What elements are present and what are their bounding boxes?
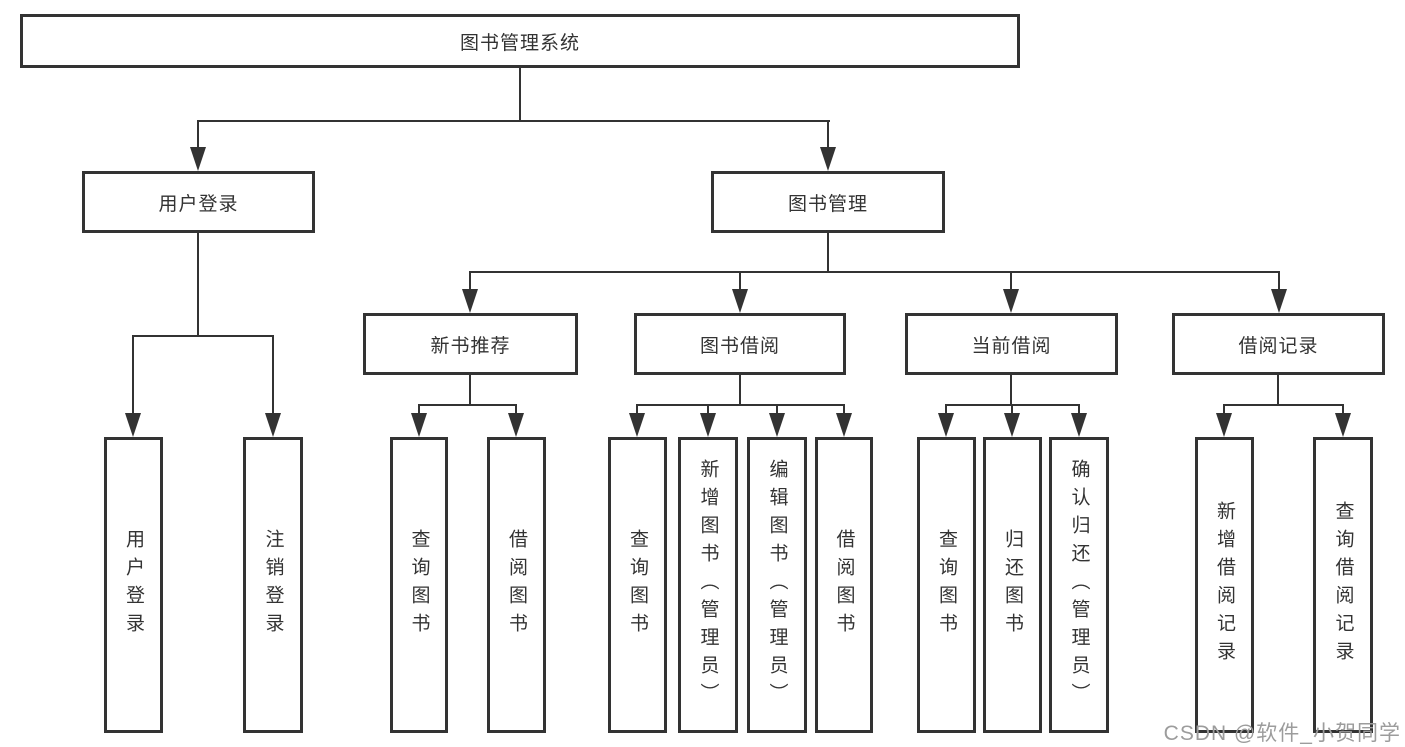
leaf-borrow-add-admin: 新增图书（管理员） <box>678 437 738 733</box>
arrow-down-icon <box>732 289 748 313</box>
leaf-newbook-query: 查询图书 <box>390 437 448 733</box>
leaf-current-return: 归还图书 <box>983 437 1042 733</box>
leaf-borrow-edit-admin: 编辑图书（管理员） <box>747 437 807 733</box>
csdn-watermark: CSDN @软件_小贺同学 <box>1163 722 1401 745</box>
leaf-newbook-borrow: 借阅图书 <box>487 437 546 733</box>
connector-line <box>707 404 709 415</box>
connector-line <box>636 404 638 415</box>
connector-line <box>132 335 274 337</box>
leaf-borrow-add-admin-label: 新增图书（管理员） <box>697 459 719 711</box>
connector-line <box>1010 375 1012 405</box>
node-user-login-label: 用户登录 <box>158 193 239 215</box>
connector-line <box>1223 404 1225 415</box>
arrow-down-icon <box>1071 413 1087 437</box>
connector-line <box>197 233 199 336</box>
arrow-down-icon <box>1335 413 1351 437</box>
connector-line <box>1011 404 1013 415</box>
connector-line <box>1342 404 1344 415</box>
connector-line <box>1010 271 1012 291</box>
node-new-book-recommend: 新书推荐 <box>363 313 578 375</box>
arrow-down-icon <box>938 413 954 437</box>
arrow-down-icon <box>1004 413 1020 437</box>
leaf-current-query-label: 查询图书 <box>936 529 957 641</box>
arrow-down-icon <box>700 413 716 437</box>
leaf-records-add: 新增借阅记录 <box>1195 437 1254 733</box>
connector-line <box>469 375 471 405</box>
connector-line <box>272 335 274 415</box>
leaf-user-login-label: 用户登录 <box>123 529 144 641</box>
leaf-logout: 注销登录 <box>243 437 303 733</box>
connector-line <box>776 404 778 415</box>
leaf-borrow-borrow-label: 借阅图书 <box>833 529 855 641</box>
arrow-down-icon <box>820 147 836 171</box>
connector-line <box>515 404 517 415</box>
node-root: 图书管理系统 <box>20 14 1020 68</box>
connector-line <box>636 404 845 406</box>
arrow-down-icon <box>629 413 645 437</box>
connector-line <box>739 271 741 291</box>
arrow-down-icon <box>125 413 141 437</box>
leaf-newbook-borrow-label: 借阅图书 <box>506 529 527 641</box>
leaf-user-login: 用户登录 <box>104 437 163 733</box>
connector-line <box>197 120 199 149</box>
connector-line <box>843 404 845 415</box>
node-new-book-recommend-label: 新书推荐 <box>430 335 511 357</box>
node-book-management: 图书管理 <box>711 171 945 233</box>
connector-line <box>519 68 521 121</box>
connector-line <box>945 404 947 415</box>
connector-line <box>739 375 741 405</box>
leaf-borrow-borrow: 借阅图书 <box>815 437 873 733</box>
arrow-down-icon <box>508 413 524 437</box>
connector-line <box>1278 271 1280 291</box>
connector-line <box>1223 404 1344 406</box>
leaf-borrow-edit-admin-label: 编辑图书（管理员） <box>766 459 788 711</box>
arrow-down-icon <box>836 413 852 437</box>
connector-line <box>827 233 829 272</box>
node-borrow-records: 借阅记录 <box>1172 313 1385 375</box>
node-borrow-records-label: 借阅记录 <box>1238 335 1319 357</box>
connector-line <box>1078 404 1080 415</box>
leaf-borrow-query-label: 查询图书 <box>627 529 648 641</box>
leaf-current-query: 查询图书 <box>917 437 976 733</box>
leaf-records-query: 查询借阅记录 <box>1313 437 1373 733</box>
leaf-current-confirm-admin-label: 确认归还（管理员） <box>1068 459 1090 711</box>
connector-line <box>132 335 134 415</box>
node-book-management-label: 图书管理 <box>787 193 868 215</box>
leaf-current-confirm-admin: 确认归还（管理员） <box>1049 437 1109 733</box>
arrow-down-icon <box>1271 289 1287 313</box>
arrow-down-icon <box>1216 413 1232 437</box>
node-current-borrow: 当前借阅 <box>905 313 1118 375</box>
leaf-logout-label: 注销登录 <box>262 529 284 641</box>
leaf-borrow-query: 查询图书 <box>608 437 667 733</box>
arrow-down-icon <box>265 413 281 437</box>
node-current-borrow-label: 当前借阅 <box>971 335 1052 357</box>
node-book-borrow-label: 图书借阅 <box>699 335 780 357</box>
leaf-newbook-query-label: 查询图书 <box>408 529 430 641</box>
connector-line <box>418 404 420 415</box>
connector-line <box>469 271 471 291</box>
arrow-down-icon <box>190 147 206 171</box>
connector-line <box>827 120 829 149</box>
connector-line <box>418 404 517 406</box>
connector-line <box>1277 375 1279 405</box>
arrow-down-icon <box>1003 289 1019 313</box>
leaf-records-add-label: 新增借阅记录 <box>1214 501 1235 669</box>
arrow-down-icon <box>411 413 427 437</box>
connector-line <box>469 271 1280 273</box>
arrow-down-icon <box>462 289 478 313</box>
leaf-records-query-label: 查询借阅记录 <box>1332 501 1354 669</box>
node-user-login: 用户登录 <box>82 171 315 233</box>
leaf-current-return-label: 归还图书 <box>1002 529 1023 641</box>
arrow-down-icon <box>769 413 785 437</box>
connector-line <box>197 120 830 122</box>
node-book-borrow: 图书借阅 <box>634 313 846 375</box>
node-root-label: 图书管理系统 <box>459 32 580 54</box>
